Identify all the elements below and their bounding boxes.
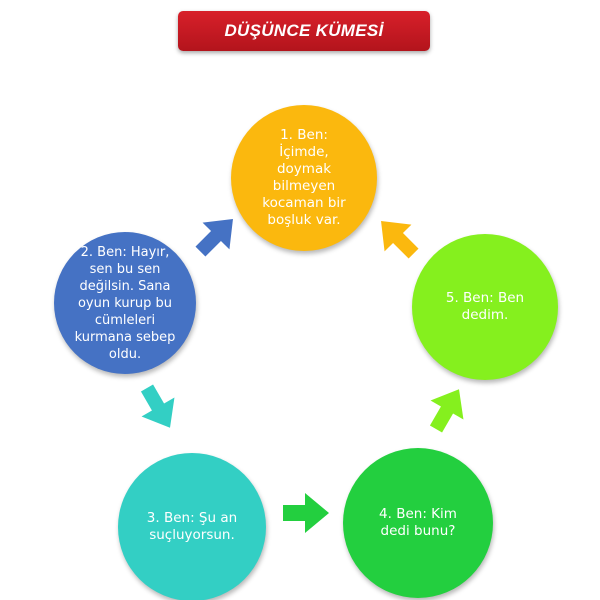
thought-node-4-text: 4. Ben: Kim dedi bunu? bbox=[379, 506, 457, 539]
thought-node-5: 5. Ben: Ben dedim. bbox=[412, 234, 558, 380]
thought-node-1: 1. Ben: İçimde, doymak bilmeyen kocaman … bbox=[231, 105, 377, 251]
title-banner: DÜŞÜNCE KÜMESİ bbox=[178, 11, 430, 51]
thought-node-1-text: 1. Ben: İçimde, doymak bilmeyen kocaman … bbox=[262, 127, 346, 228]
diagram-title: DÜŞÜNCE KÜMESİ bbox=[224, 21, 384, 40]
arrow-1-to-2 bbox=[195, 219, 233, 257]
thought-node-2-text: 2. Ben: Hayır, sen bu sen değilsin. Sana… bbox=[74, 244, 176, 362]
thought-node-4: 4. Ben: Kim dedi bunu? bbox=[343, 448, 493, 598]
arrow-2-to-3 bbox=[140, 384, 175, 428]
arrow-5-to-1 bbox=[381, 221, 419, 259]
arrow-4-to-5 bbox=[429, 389, 464, 433]
thought-node-3-text: 3. Ben: Şu an suçluyorsun. bbox=[146, 510, 238, 543]
thought-node-3: 3. Ben: Şu an suçluyorsun. bbox=[118, 453, 266, 600]
arrow-3-to-4 bbox=[283, 493, 329, 533]
thought-node-2: 2. Ben: Hayır, sen bu sen değilsin. Sana… bbox=[54, 232, 196, 374]
thought-node-5-text: 5. Ben: Ben dedim. bbox=[445, 290, 525, 323]
